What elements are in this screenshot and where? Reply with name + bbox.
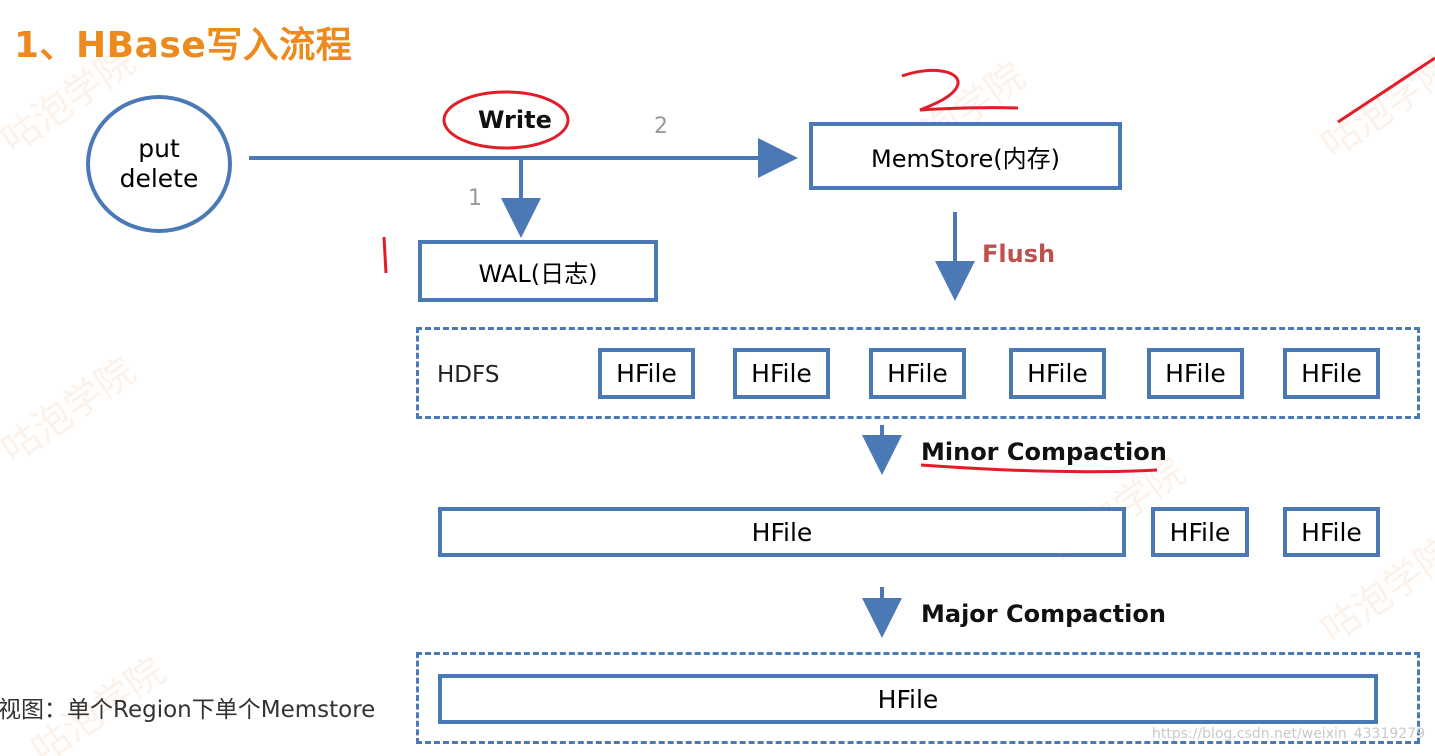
client-operation-circle: put delete	[86, 95, 232, 233]
step2-number: 2	[654, 114, 668, 139]
minor-underline	[920, 463, 1158, 474]
hdfs-hfile: HFile	[1009, 348, 1106, 399]
major-hfile: HFile	[438, 674, 1378, 724]
hdfs-region	[416, 327, 1420, 419]
step1-number: 1	[468, 186, 482, 211]
flush-label: Flush	[982, 240, 1056, 268]
major-region	[416, 652, 1420, 744]
view-caption: 视图：单个Region下单个Memstore	[0, 697, 376, 723]
minor-compaction-label: Minor Compaction	[921, 438, 1167, 466]
merged-hfile: HFile	[438, 507, 1126, 557]
remaining-hfile: HFile	[1151, 507, 1249, 557]
hdfs-label: HDFS	[437, 362, 500, 388]
hdfs-hfile: HFile	[1147, 348, 1244, 399]
hdfs-hfile: HFile	[733, 348, 830, 399]
put-label: put	[138, 134, 180, 163]
corner-stroke	[1337, 56, 1435, 124]
major-compaction-label: Major Compaction	[921, 600, 1166, 628]
write-label: Write	[478, 106, 552, 134]
source-url-watermark: https://blog.csdn.net/weixin_43319279	[1151, 726, 1425, 742]
step1-handwriting	[382, 236, 388, 274]
delete-label: delete	[119, 164, 199, 193]
wal-box: WAL(日志)	[418, 240, 658, 302]
write-circle-annotation	[442, 90, 570, 150]
remaining-hfile: HFile	[1283, 507, 1380, 557]
hdfs-hfile: HFile	[598, 348, 695, 399]
memstore-box: MemStore(内存)	[809, 122, 1122, 190]
page-title: 1、HBase写入流程	[14, 25, 353, 66]
hdfs-hfile: HFile	[1283, 348, 1380, 399]
step2-handwriting	[901, 69, 1019, 112]
hdfs-hfile: HFile	[869, 348, 966, 399]
